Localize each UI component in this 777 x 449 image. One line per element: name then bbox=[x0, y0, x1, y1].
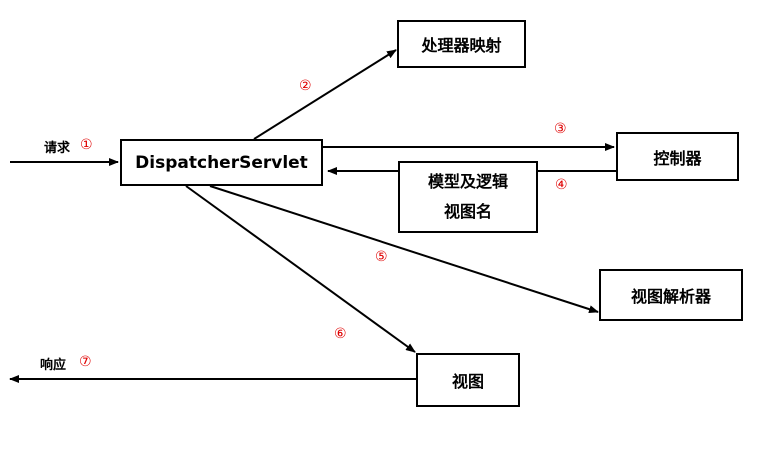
controller-box: 控制器 bbox=[616, 132, 739, 181]
step-4: ④ bbox=[555, 177, 568, 193]
step-5: ⑤ bbox=[375, 249, 388, 265]
step-3: ③ bbox=[554, 121, 567, 137]
request-label: 请求 bbox=[44, 141, 71, 156]
dispatcher-servlet-box: DispatcherServlet bbox=[120, 139, 323, 186]
model-view-name-box: 模型及逻辑 视图名 bbox=[398, 161, 538, 233]
dispatcher-servlet-label: DispatcherServlet bbox=[135, 152, 308, 173]
response-label: 响应 bbox=[40, 358, 67, 373]
model-view-label-line1: 模型及逻辑 bbox=[427, 172, 508, 191]
handler-mapping-box: 处理器映射 bbox=[397, 20, 526, 68]
controller-label: 控制器 bbox=[653, 148, 702, 168]
step-1: ① bbox=[80, 137, 93, 153]
view-arrow bbox=[185, 185, 416, 353]
view-resolver-box: 视图解析器 bbox=[599, 269, 743, 321]
view-label: 视图 bbox=[451, 372, 484, 391]
model-view-label-line2: 视图名 bbox=[443, 202, 492, 221]
view-box: 视图 bbox=[416, 353, 520, 407]
view-resolver-arrow bbox=[209, 185, 599, 314]
handler-mapping-label: 处理器映射 bbox=[421, 36, 502, 55]
handler-mapping-arrow bbox=[253, 49, 397, 140]
step-2: ② bbox=[299, 78, 312, 94]
step-7: ⑦ bbox=[79, 354, 92, 370]
step-6: ⑥ bbox=[334, 326, 347, 342]
view-resolver-label: 视图解析器 bbox=[630, 287, 711, 306]
